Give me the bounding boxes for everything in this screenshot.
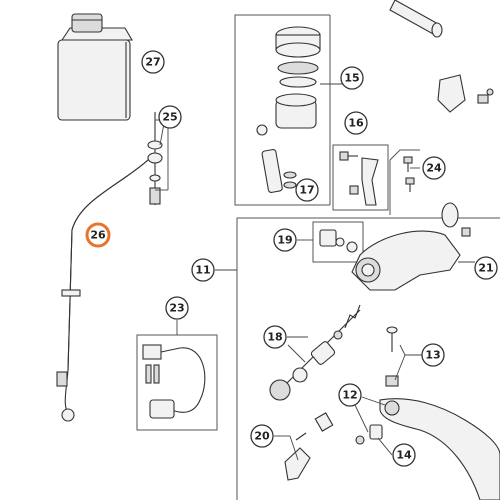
pivot-set-20-part bbox=[284, 412, 334, 481]
master-cylinder-parts bbox=[256, 26, 321, 193]
group-frame-11 bbox=[236, 217, 500, 500]
callout-26: 26 bbox=[85, 222, 111, 248]
callout-27: 27 bbox=[141, 50, 165, 74]
callout-16: 16 bbox=[344, 111, 368, 135]
brake-switch-part bbox=[142, 344, 206, 419]
callout-24: 24 bbox=[422, 156, 446, 180]
lever-housing-part bbox=[351, 202, 471, 291]
callout-15: 15 bbox=[340, 66, 364, 90]
svg-text:17: 17 bbox=[299, 184, 314, 197]
bracket-part bbox=[339, 151, 379, 206]
group-frame-24-bracket bbox=[389, 149, 420, 215]
brake-lever-part bbox=[355, 398, 500, 500]
callout-20: 20 bbox=[250, 424, 274, 448]
svg-text:19: 19 bbox=[277, 234, 292, 247]
svg-text:25: 25 bbox=[162, 111, 177, 124]
svg-text:27: 27 bbox=[145, 56, 160, 69]
adjuster-screw-part bbox=[385, 326, 399, 387]
svg-text:23: 23 bbox=[169, 302, 184, 315]
callout-21: 21 bbox=[474, 256, 498, 280]
screw-set-24-part bbox=[403, 156, 415, 192]
callout-13: 13 bbox=[421, 343, 445, 367]
callout-18: 18 bbox=[263, 325, 287, 349]
brake-hose-part bbox=[56, 159, 149, 422]
svg-text:13: 13 bbox=[425, 349, 440, 362]
group-frame-15 bbox=[234, 14, 330, 206]
callout-19: 19 bbox=[273, 228, 297, 252]
pin-set-19-part bbox=[319, 229, 358, 253]
callout-12: 12 bbox=[338, 383, 362, 407]
callout-11: 11 bbox=[191, 258, 215, 282]
svg-text:20: 20 bbox=[254, 430, 270, 443]
svg-text:18: 18 bbox=[267, 331, 282, 344]
oil-bottle-part bbox=[57, 13, 133, 121]
callout-25: 25 bbox=[158, 105, 182, 129]
svg-text:11: 11 bbox=[195, 264, 210, 277]
piston-set-part bbox=[269, 304, 361, 401]
fitting-set-part bbox=[147, 112, 163, 205]
handlebar-part bbox=[389, 0, 494, 113]
group-frame-16 bbox=[332, 144, 389, 211]
callout-23: 23 bbox=[165, 296, 189, 320]
callout-14: 14 bbox=[392, 443, 416, 467]
svg-text:15: 15 bbox=[344, 72, 359, 85]
group-frame-19 bbox=[312, 221, 364, 263]
svg-text:26: 26 bbox=[90, 229, 106, 242]
svg-text:24: 24 bbox=[426, 162, 442, 175]
svg-text:21: 21 bbox=[478, 262, 493, 275]
svg-text:12: 12 bbox=[342, 389, 357, 402]
svg-text:14: 14 bbox=[396, 449, 412, 462]
callout-17: 17 bbox=[295, 178, 319, 202]
svg-text:16: 16 bbox=[348, 117, 364, 130]
